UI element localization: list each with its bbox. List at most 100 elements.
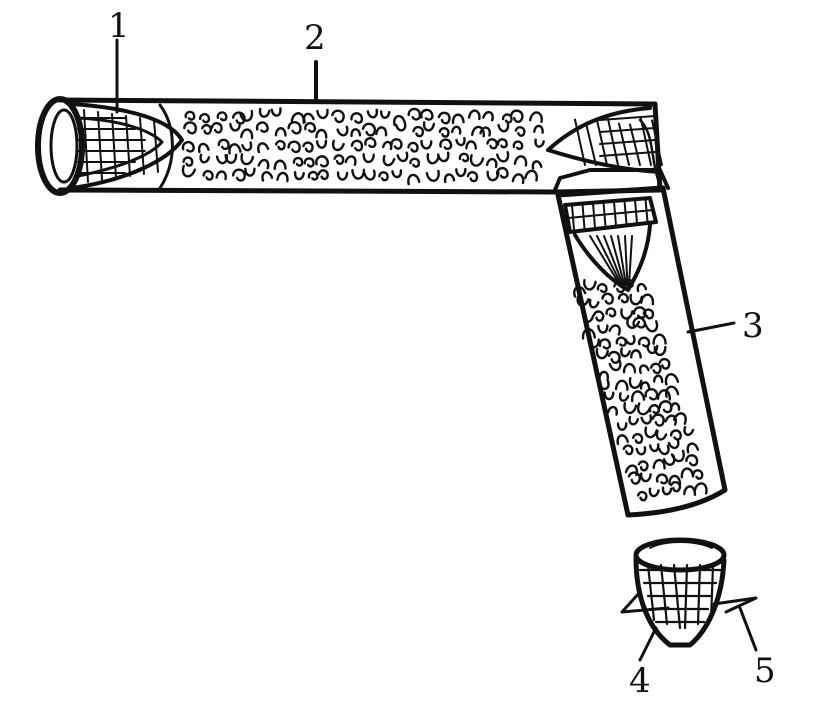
pit-mark — [425, 169, 440, 182]
pit-mark — [573, 285, 587, 298]
pit-stroke — [333, 154, 345, 166]
pit-mark — [469, 154, 485, 167]
cell-lattice — [696, 563, 702, 626]
pit-stroke — [350, 112, 364, 124]
pit-mark — [667, 438, 680, 450]
pit-mark — [582, 312, 595, 323]
pit-stroke — [197, 142, 210, 154]
pit-mark — [350, 128, 362, 138]
pit-mark — [669, 429, 682, 441]
pit-mark — [603, 391, 615, 401]
pit-stroke — [668, 474, 682, 486]
pit-mark — [241, 141, 253, 152]
pit-mark — [628, 377, 643, 389]
pit-mark — [534, 138, 545, 148]
pit-mark — [422, 121, 436, 132]
pit-stroke — [649, 362, 662, 375]
pit-mark — [229, 121, 241, 132]
joint-fiber — [599, 151, 656, 157]
pit-stroke — [626, 316, 641, 329]
pit-stroke — [361, 122, 376, 137]
pit-mark — [652, 374, 664, 384]
pit-mark — [623, 401, 638, 415]
leader-4 — [638, 626, 658, 662]
pit-stroke — [669, 480, 682, 493]
pit-stroke — [350, 128, 362, 138]
pit-stroke — [450, 125, 462, 135]
slanted-tube-outline — [555, 185, 728, 518]
pit-stroke — [257, 158, 270, 170]
cone-fiber — [610, 235, 626, 286]
left-end-cap — [35, 96, 184, 196]
pit-stroke — [528, 111, 543, 124]
slanted-tube — [555, 185, 728, 518]
pit-stroke — [198, 112, 211, 124]
pit-stroke — [597, 324, 609, 334]
pit-stroke — [683, 485, 697, 496]
pit-mark — [576, 294, 590, 307]
pit-stroke — [648, 443, 660, 453]
pit-mark — [455, 137, 466, 147]
pit-mark — [443, 173, 456, 184]
pit-mark — [648, 487, 660, 498]
pit-stroke — [656, 389, 672, 401]
pit-stroke — [304, 122, 317, 133]
pit-stroke — [451, 113, 465, 125]
pit-mark — [426, 153, 440, 165]
pit-mark — [635, 446, 647, 456]
pit-mark — [390, 138, 403, 150]
pit-mark — [595, 348, 609, 360]
pit-stroke — [512, 140, 524, 151]
pit-stroke — [378, 171, 389, 182]
pit-stroke — [228, 143, 242, 155]
lattice-line — [139, 117, 145, 175]
joint-fiber — [607, 117, 619, 166]
pit-stroke — [636, 282, 648, 293]
pit-mark — [181, 140, 195, 153]
pit-mark — [198, 112, 211, 124]
pit-stroke — [287, 140, 301, 154]
pit-mark — [420, 139, 433, 150]
pit-mark — [451, 113, 465, 125]
pit-stroke — [307, 170, 319, 181]
pit-stroke — [595, 348, 609, 360]
pit-mark — [364, 136, 377, 149]
pit-stroke — [638, 336, 651, 348]
pit-mark — [240, 128, 254, 140]
pit-mark — [331, 109, 345, 124]
pit-stroke — [391, 169, 403, 179]
pit-mark — [638, 336, 651, 348]
pit-mark — [437, 111, 451, 125]
pit-mark — [381, 140, 393, 151]
pit-mark — [407, 173, 421, 186]
pit-stroke — [658, 400, 673, 414]
pit-stroke — [181, 140, 195, 153]
pit-stroke — [210, 122, 223, 134]
pit-stroke — [270, 107, 282, 117]
small-cell — [620, 537, 758, 648]
pit-stroke — [396, 151, 409, 163]
pit-stroke — [231, 168, 246, 182]
pit-mark — [497, 122, 510, 133]
pit-mark — [215, 170, 227, 181]
pit-stroke — [366, 108, 379, 119]
pit-stroke — [273, 159, 287, 171]
pit-mark — [531, 160, 543, 170]
pit-stroke — [467, 109, 481, 121]
pit-mark — [583, 279, 597, 291]
pit-stroke — [381, 140, 393, 151]
joint-fiber — [629, 123, 641, 166]
pit-stroke — [455, 137, 466, 147]
pit-stroke — [655, 473, 669, 485]
pit-mark — [436, 151, 450, 163]
cone-fiber — [624, 235, 629, 286]
cell-lattice — [709, 563, 715, 622]
end-cap-cone — [70, 102, 184, 190]
pit-stroke — [331, 109, 345, 124]
pit-stroke — [420, 108, 434, 121]
pit-mark — [380, 110, 391, 119]
pit-stroke — [638, 364, 650, 375]
pit-stroke — [620, 347, 631, 358]
pit-mark — [391, 169, 403, 179]
